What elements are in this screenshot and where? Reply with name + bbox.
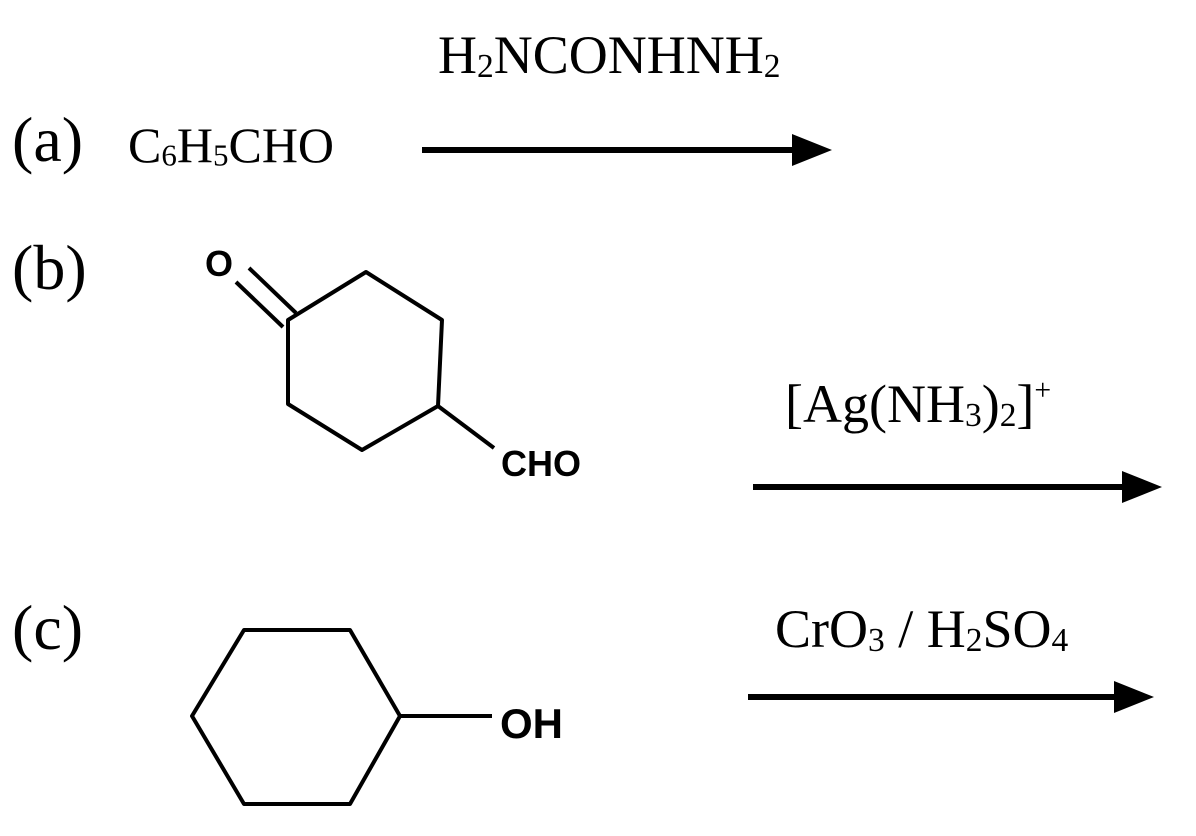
reagent-b: [Ag(NH3)2]+ xyxy=(785,374,1052,435)
label-c: (c) xyxy=(12,592,84,663)
arrow-c xyxy=(748,681,1154,713)
reactant-a-formula: C6H5CHO xyxy=(128,117,335,173)
cyclohexanone-structure xyxy=(234,266,496,452)
arrow-b xyxy=(753,471,1162,503)
oxygen-atom-label: O xyxy=(205,243,233,284)
reagent-c: CrO3 / H2SO4 xyxy=(775,599,1069,660)
label-b: (b) xyxy=(12,232,87,303)
cyclohexanol-structure xyxy=(190,628,492,806)
reagent-a: H2NCONHNH2 xyxy=(438,25,781,86)
label-a: (a) xyxy=(12,104,84,175)
arrow-a xyxy=(422,134,832,166)
cho-group-label: CHO xyxy=(501,443,581,484)
oh-group-label: OH xyxy=(500,700,563,747)
